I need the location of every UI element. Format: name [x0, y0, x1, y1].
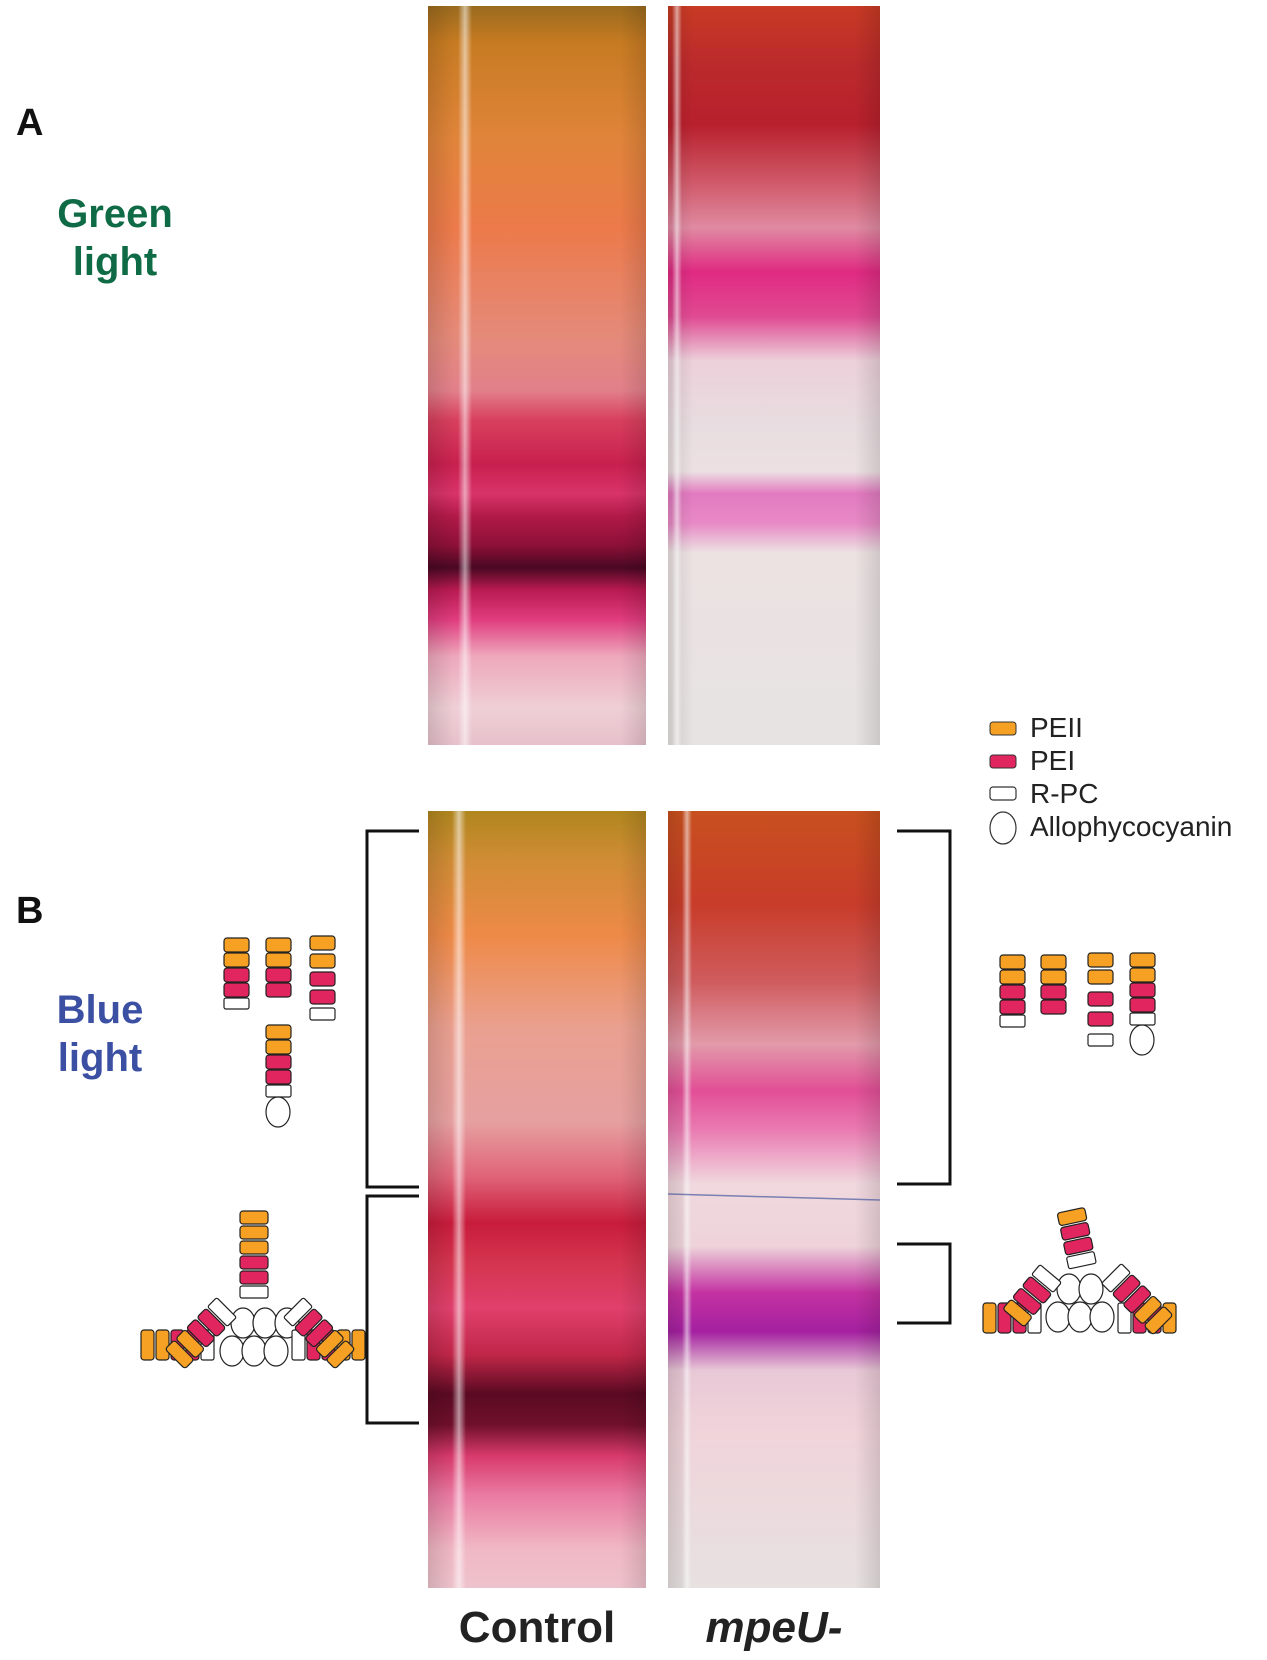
control-phycobilisome-icon — [140, 1210, 366, 1369]
panel-label-a: A — [16, 102, 44, 144]
legend-label-allophycocyanin: Allophycocyanin — [1030, 811, 1233, 842]
mpeu-free-rods-icon — [999, 952, 1156, 1056]
condition-blue-line2: light — [57, 1036, 143, 1080]
tube-label-mpeu: mpeU- — [705, 1603, 843, 1652]
legend-label-peii: PEII — [1030, 712, 1083, 743]
condition-green-line2: light — [72, 240, 158, 284]
allophycocyanin-swatch-icon — [989, 811, 1017, 845]
legend-label-pei: PEI — [1030, 745, 1076, 776]
condition-label-blue: Blue light — [30, 986, 170, 1082]
tube-green-mpeu — [668, 6, 880, 745]
mpeu-phycobilisome-icon — [982, 1207, 1177, 1335]
control-free-rods-icon — [223, 935, 336, 1128]
legend-label-rpc: R-PC — [1030, 778, 1099, 809]
tube-blue-control — [428, 811, 646, 1588]
tube-green-control — [428, 6, 646, 745]
bracket-control-upper — [365, 829, 419, 1189]
condition-blue-line1: Blue — [56, 988, 144, 1032]
panel-label-b: B — [16, 890, 44, 932]
peii-swatch-icon — [989, 721, 1017, 736]
bracket-control-lower — [365, 1194, 419, 1425]
condition-green-line1: Green — [57, 192, 173, 236]
tube-label-control: Control — [458, 1603, 616, 1652]
bracket-mpeu-lower — [897, 1242, 952, 1325]
tube-blue-mpeu — [667, 811, 881, 1588]
pei-swatch-icon — [989, 754, 1017, 769]
bracket-mpeu-upper — [897, 829, 952, 1186]
rpc-swatch-icon — [989, 786, 1017, 801]
condition-label-green: Green light — [40, 190, 190, 286]
